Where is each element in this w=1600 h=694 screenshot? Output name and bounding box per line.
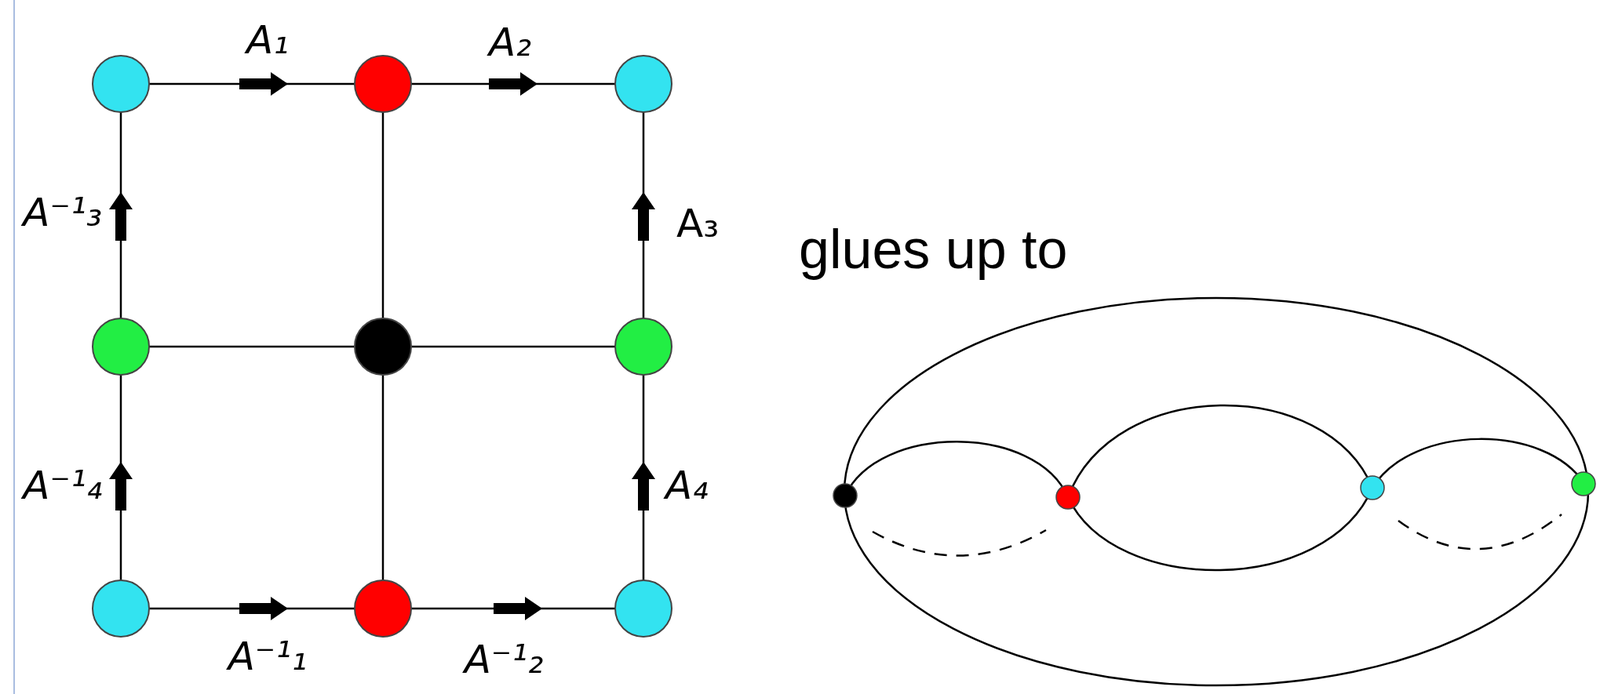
point-green [1571,472,1596,496]
vertex-green [615,318,672,376]
vertices [92,55,672,638]
vertex-black [354,318,412,376]
hidden-curve [1398,514,1562,550]
direction-arrow [631,462,656,511]
handle-curve [1372,439,1585,489]
edge-label: A⁻¹₃ [22,190,103,237]
double-torus [844,298,1589,686]
vertex-cyan [92,55,150,113]
direction-arrow [109,462,133,511]
edge-label: A⁻¹₂ [464,637,544,684]
hidden-curve [872,530,1047,557]
direction-arrow [239,597,288,621]
direction-arrow [631,192,656,241]
direction-arrows [109,72,656,621]
point-cyan [1360,476,1385,500]
vertex-red [354,55,412,113]
direction-arrow [493,597,543,621]
vertex-red [354,580,412,638]
torus-points [833,472,1596,510]
direction-arrow [109,192,133,241]
slide-border [13,0,15,694]
vertex-cyan [92,580,150,638]
vertex-green [92,318,150,376]
vertex-cyan [615,580,672,638]
direction-arrow [488,72,538,96]
edge-label: A₁ [246,18,289,64]
square-grid [120,83,644,609]
point-black [833,484,857,508]
caption-text: glues up to [798,218,1068,282]
direction-arrow [239,72,288,96]
edge-label: A₂ [488,20,532,66]
point-red [1056,485,1080,510]
edge-label: A⁻¹₄ [22,463,103,510]
hole-curve [1067,488,1373,571]
handle-curve [845,441,1068,498]
vertex-cyan [615,55,672,113]
torus-outline [844,298,1589,686]
square-outline [120,83,644,609]
edge-label: A⁻¹₁ [228,634,308,681]
edge-label: A₃ [676,201,719,248]
edge-label: A₄ [665,463,708,510]
hole-curve [1067,405,1373,498]
